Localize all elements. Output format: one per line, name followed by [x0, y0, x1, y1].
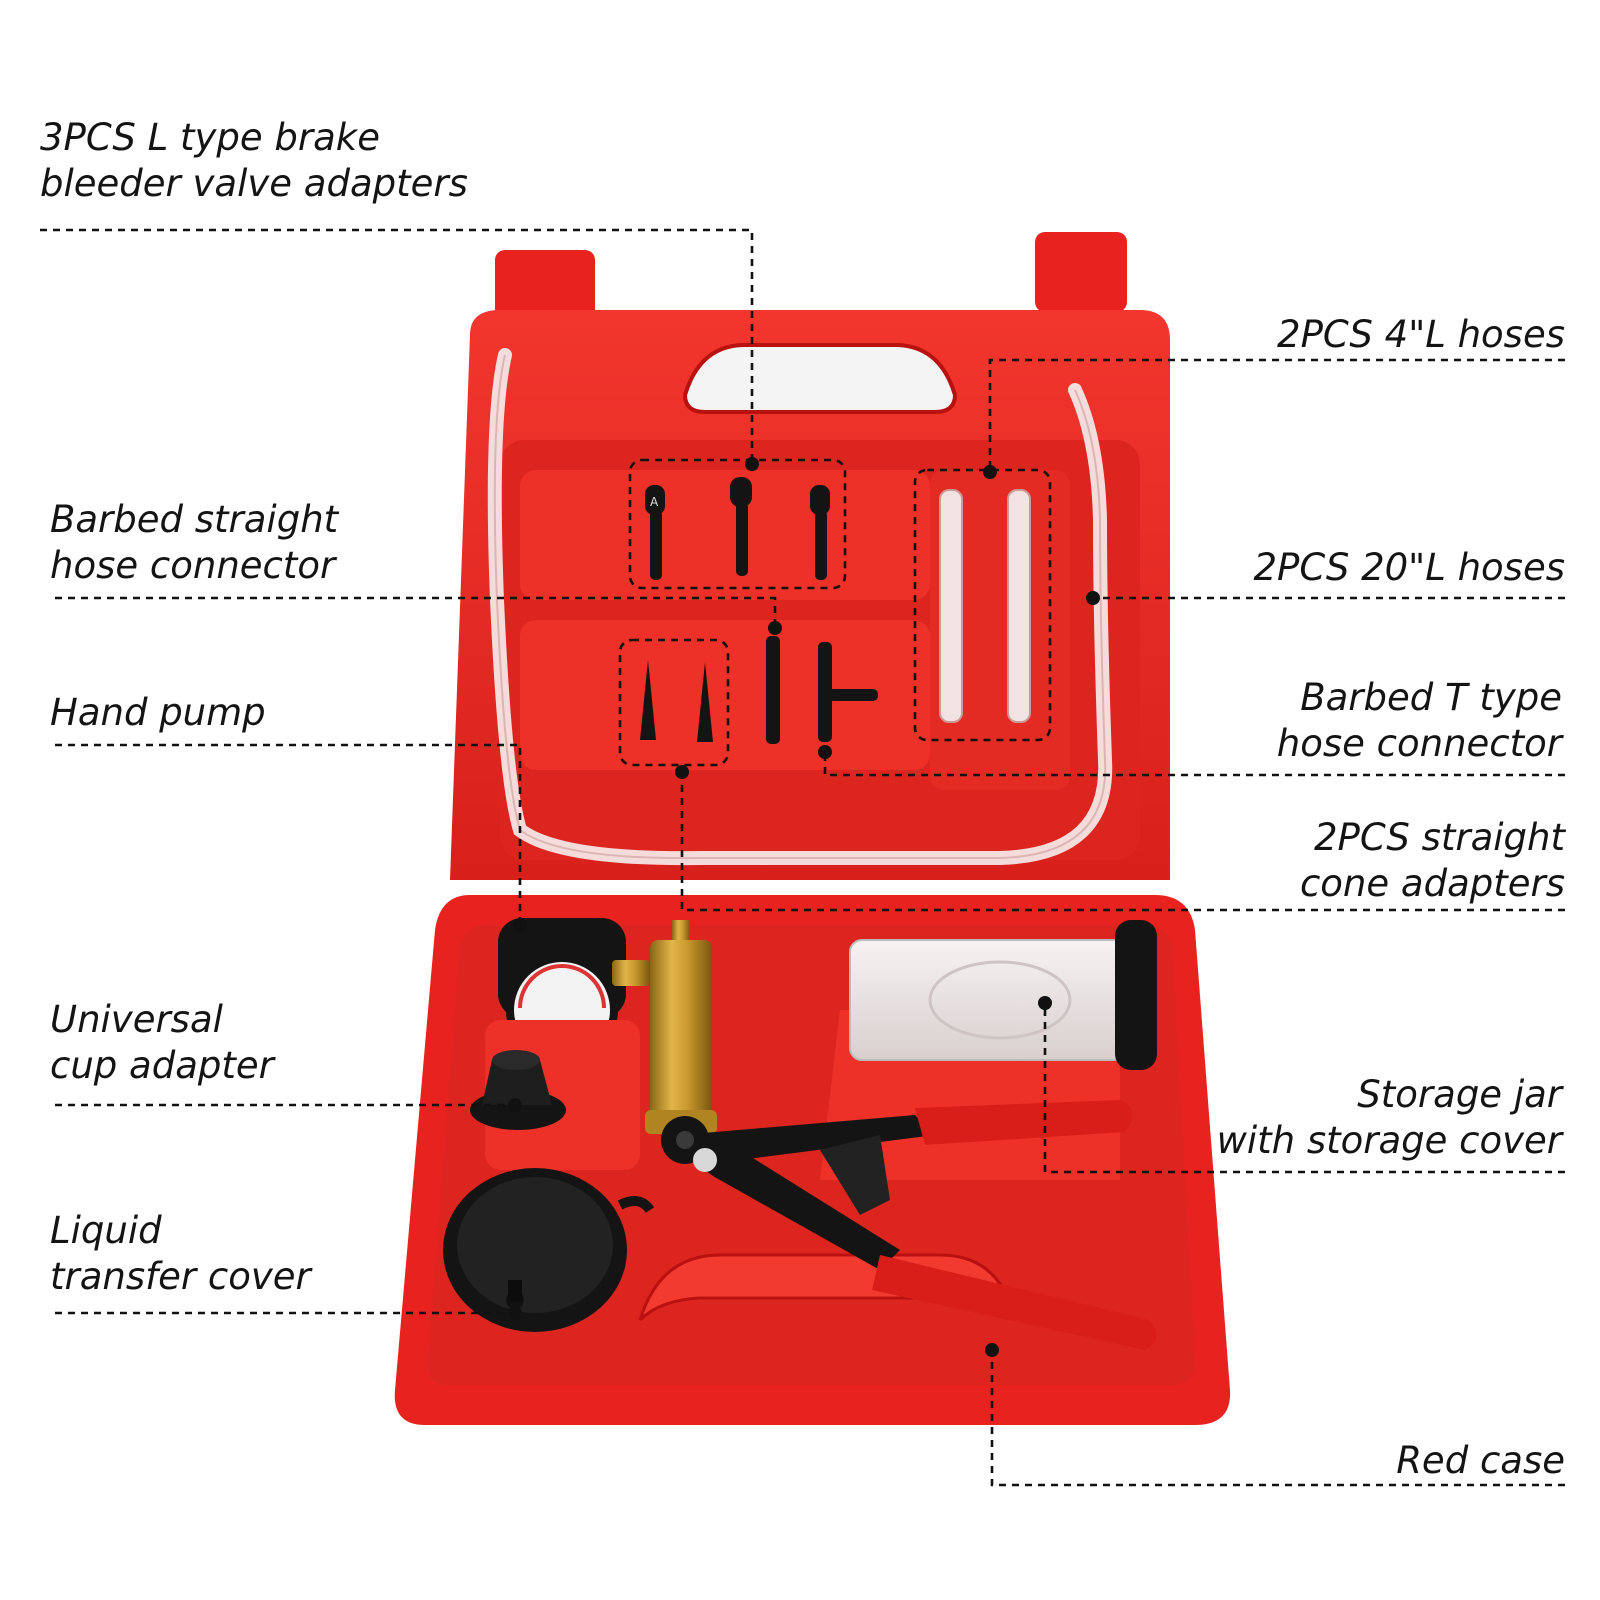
- leader-lines: [40, 228, 1565, 1487]
- label-hand-pump-line1: Hand pump: [50, 691, 266, 734]
- label-l-type-adapters-line1: 3PCS L type brake: [40, 116, 380, 159]
- label-hand-pump: Hand pump: [50, 690, 266, 736]
- hose-4in-2: [1007, 489, 1031, 723]
- label-red-case: Red case: [1396, 1438, 1565, 1484]
- label-hoses-20in-line1: 2PCS 20"L hoses: [1253, 546, 1565, 589]
- lid-tray-upper: [520, 470, 930, 600]
- label-t-connector-line1: Barbed T type: [1300, 676, 1562, 719]
- label-cone-adapters-line2: cone adapters: [1299, 862, 1565, 905]
- label-cup-adapter-line2: cup adapter: [50, 1044, 274, 1087]
- l-adapter-3: [810, 485, 830, 580]
- hoses-4in: [939, 489, 1031, 723]
- label-storage-jar: Storage jar with storage cover: [1217, 1072, 1562, 1164]
- box-cone-adapters: [618, 638, 730, 767]
- label-t-connector-line2: hose connector: [1276, 722, 1562, 765]
- l-type-adapters: A: [645, 477, 830, 580]
- label-hoses-4in-line1: 2PCS 4"L hoses: [1277, 313, 1565, 356]
- hand-pump-handles: [661, 1100, 1157, 1350]
- label-hoses-20in: 2PCS 20"L hoses: [1253, 545, 1565, 591]
- hose-4in-1: [939, 489, 963, 723]
- label-cone-adapters: 2PCS straight cone adapters: [1300, 815, 1565, 907]
- label-l-type-adapters-line2: bleeder valve adapters: [40, 162, 468, 205]
- storage-jar-cover: [1115, 920, 1157, 1070]
- label-red-case-line1: Red case: [1396, 1439, 1565, 1482]
- label-transfer-cover-line1: Liquid: [50, 1209, 162, 1252]
- liquid-transfer-cover: [443, 1168, 655, 1332]
- cone-adapters: [640, 660, 713, 742]
- label-transfer-cover-line2: transfer cover: [50, 1255, 311, 1298]
- label-transfer-cover: Liquid transfer cover: [50, 1208, 311, 1300]
- label-cone-adapters-line1: 2PCS straight: [1313, 816, 1565, 859]
- l-adapter-2: [730, 477, 752, 576]
- t-connector: [818, 642, 878, 742]
- label-storage-jar-line1: Storage jar: [1357, 1073, 1562, 1116]
- straight-connector: [766, 636, 780, 744]
- label-straight-connector: Barbed straight hose connector: [50, 497, 338, 589]
- label-l-type-adapters: 3PCS L type brake bleeder valve adapters: [40, 115, 468, 207]
- case-hinge-right: [1035, 232, 1127, 312]
- l-adapter-1: A: [645, 485, 665, 580]
- storage-jar-body: [849, 939, 1131, 1061]
- label-straight-connector-line1: Barbed straight: [50, 498, 339, 541]
- box-hoses-4in: [913, 468, 1052, 742]
- box-l-adapters: [628, 458, 847, 590]
- case-lid-handle: [682, 343, 958, 414]
- storage-jar: [849, 920, 1157, 1070]
- case-hinge-left: [495, 250, 595, 320]
- hand-pump-cylinder: [645, 920, 717, 1134]
- cone-adapter-2: [697, 662, 713, 742]
- adapter-mark: A: [650, 495, 659, 509]
- label-cup-adapter-line1: Universal: [50, 998, 223, 1041]
- label-cup-adapter: Universal cup adapter: [50, 997, 274, 1089]
- label-t-connector: Barbed T type hose connector: [1277, 675, 1562, 767]
- cone-adapter-1: [640, 660, 656, 740]
- label-storage-jar-line2: with storage cover: [1216, 1119, 1562, 1162]
- label-hoses-4in: 2PCS 4"L hoses: [1277, 312, 1565, 358]
- label-straight-connector-line2: hose connector: [50, 544, 336, 587]
